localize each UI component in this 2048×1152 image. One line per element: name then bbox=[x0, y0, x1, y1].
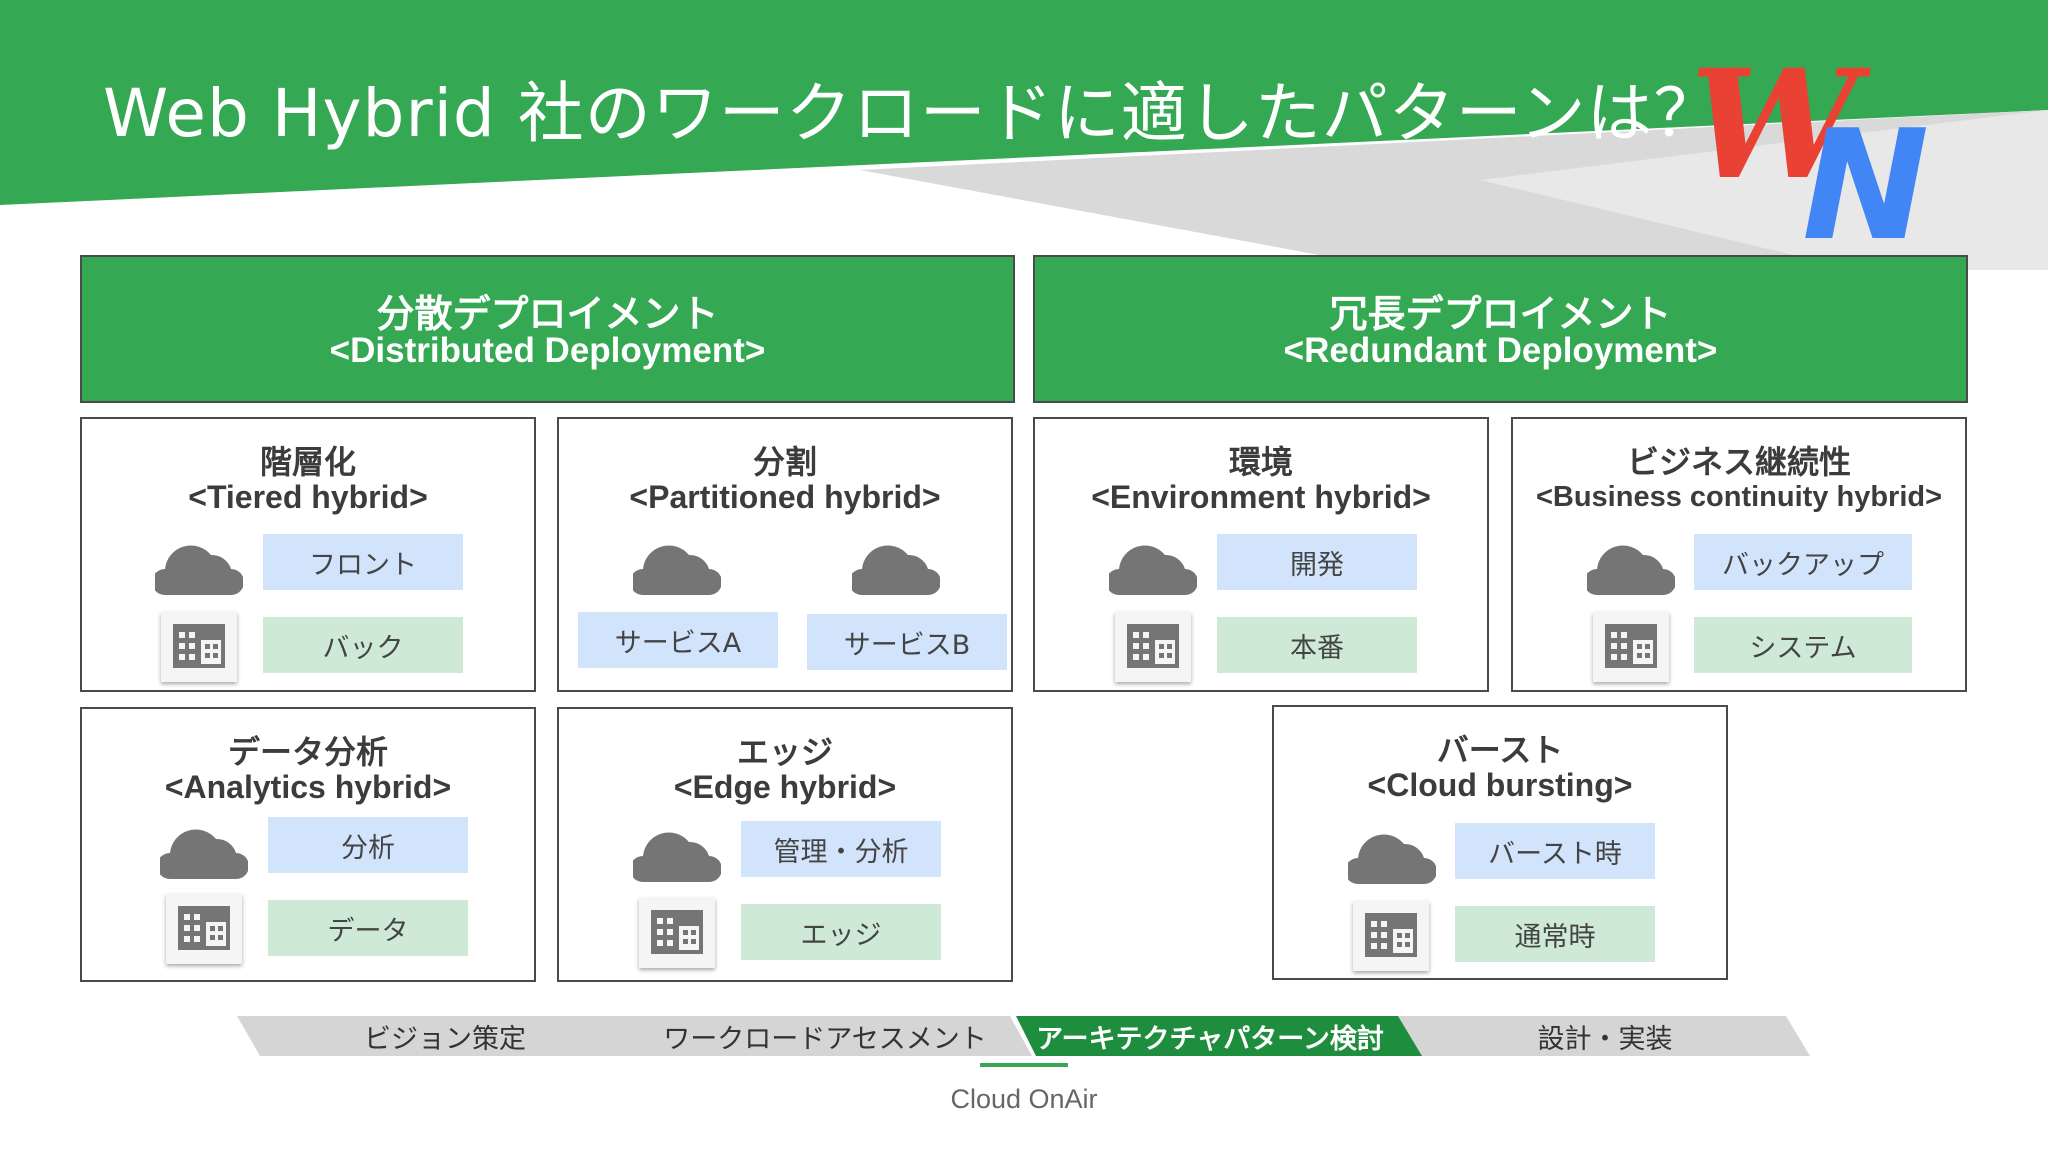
building-icon bbox=[161, 612, 237, 682]
step-vision: ビジョン策定 bbox=[364, 1023, 526, 1055]
section-distributed-deployment: 分散デプロイメント <Distributed Deployment> bbox=[80, 255, 1015, 403]
card-title-en: <Partitioned hybrid> bbox=[629, 479, 941, 515]
building-icon bbox=[1115, 612, 1191, 682]
service-b-label: サービスB bbox=[807, 614, 1007, 670]
card-tiered-hybrid: 階層化 <Tiered hybrid> フロント バック bbox=[80, 417, 536, 692]
logo-letter-n: N bbox=[1802, 97, 1930, 274]
step-workload-assessment: ワークロードアセスメント bbox=[663, 1023, 987, 1055]
cloud-icon bbox=[160, 829, 248, 879]
footer-accent-line bbox=[980, 1063, 1068, 1067]
card-title-en: <Tiered hybrid> bbox=[188, 479, 428, 515]
card-cloud-bursting: バースト <Cloud bursting> バースト時 通常時 bbox=[1272, 705, 1728, 980]
cloud-icon bbox=[852, 545, 940, 595]
step-design-implementation: 設計・実装 bbox=[1537, 1023, 1673, 1055]
cloud-component-label: バースト時 bbox=[1455, 823, 1655, 879]
card-title-en: <Cloud bursting> bbox=[1367, 767, 1633, 803]
cloud-icon bbox=[1348, 834, 1436, 884]
page-title: Web Hybrid 社のワークロードに適したパターンは？ bbox=[103, 75, 1721, 152]
step-arrow-assessment bbox=[622, 1016, 1032, 1056]
brand-logo: W N bbox=[1690, 37, 1930, 266]
card-title-en: <Edge hybrid> bbox=[673, 769, 897, 805]
step-arrow-vision bbox=[237, 1016, 650, 1056]
card-title-ja: データ分析 bbox=[227, 733, 388, 771]
cloud-component-label: フロント bbox=[263, 534, 463, 590]
cloud-icon bbox=[1109, 545, 1197, 595]
cloud-icon bbox=[633, 545, 721, 595]
building-icon bbox=[1353, 901, 1429, 971]
section-label-ja: 冗長デプロイメント bbox=[1329, 292, 1672, 336]
building-icon bbox=[639, 898, 715, 968]
cloud-component-label: バックアップ bbox=[1694, 534, 1912, 590]
onprem-component-label: エッジ bbox=[741, 904, 941, 960]
section-redundant-deployment: 冗長デプロイメント <Redundant Deployment> bbox=[1033, 255, 1968, 403]
onprem-component-label: バック bbox=[263, 617, 463, 673]
building-icon bbox=[166, 894, 242, 964]
cloud-component-label: 開発 bbox=[1217, 534, 1417, 590]
cloud-component-label: 管理・分析 bbox=[741, 821, 941, 877]
cloud-icon bbox=[1587, 545, 1675, 595]
step-arrow-design bbox=[1398, 1016, 1810, 1056]
onprem-component-label: 通常時 bbox=[1455, 906, 1655, 962]
card-analytics-hybrid: データ分析 <Analytics hybrid> 分析 データ bbox=[80, 707, 536, 982]
section-label-ja: 分散デプロイメント bbox=[376, 292, 719, 336]
card-title-ja: 階層化 bbox=[259, 443, 356, 481]
card-partitioned-hybrid: 分割 <Partitioned hybrid> サービスA サービスB bbox=[557, 417, 1013, 692]
process-steps-bar bbox=[237, 1016, 1810, 1056]
card-environment-hybrid: 環境 <Environment hybrid> 開発 本番 bbox=[1033, 417, 1489, 692]
card-title-en: <Business continuity hybrid> bbox=[1535, 481, 1943, 513]
card-title-ja: 環境 bbox=[1228, 443, 1293, 481]
step-architecture-pattern: アーキテクチャパターン検討 bbox=[1036, 1023, 1384, 1055]
card-edge-hybrid: エッジ <Edge hybrid> 管理・分析 エッジ bbox=[557, 707, 1013, 982]
cloud-component-label: 分析 bbox=[268, 817, 468, 873]
building-icon bbox=[1593, 612, 1669, 682]
cloud-icon bbox=[155, 545, 243, 595]
header-banner bbox=[0, 0, 2048, 270]
card-title-ja: 分割 bbox=[752, 443, 817, 481]
section-label-en: <Redundant Deployment> bbox=[1283, 331, 1718, 370]
card-title-ja: エッジ bbox=[736, 733, 833, 771]
onprem-component-label: システム bbox=[1694, 617, 1912, 673]
footer-brand: Cloud OnAir bbox=[950, 1084, 1098, 1114]
card-title-en: <Analytics hybrid> bbox=[164, 769, 452, 805]
card-title-ja: ビジネス継続性 bbox=[1626, 443, 1851, 481]
card-title-ja: バースト bbox=[1436, 731, 1564, 769]
onprem-component-label: 本番 bbox=[1217, 617, 1417, 673]
service-a-label: サービスA bbox=[578, 612, 778, 668]
section-label-en: <Distributed Deployment> bbox=[329, 331, 766, 370]
card-business-continuity-hybrid: ビジネス継続性 <Business continuity hybrid> バック… bbox=[1511, 417, 1967, 692]
cloud-icon bbox=[633, 832, 721, 882]
onprem-component-label: データ bbox=[268, 900, 468, 956]
step-arrow-architecture bbox=[1016, 1016, 1424, 1056]
logo-letter-w: W bbox=[1690, 37, 1859, 213]
card-title-en: <Environment hybrid> bbox=[1091, 479, 1431, 515]
